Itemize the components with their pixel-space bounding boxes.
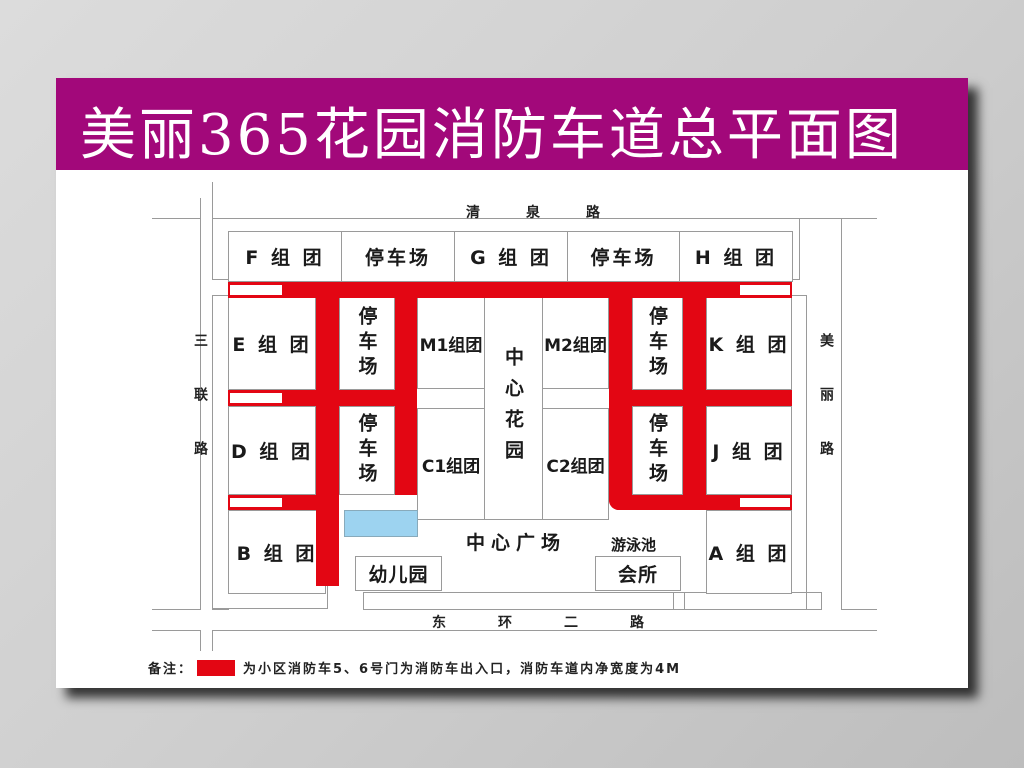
fire-lane xyxy=(395,282,417,495)
parking-left-upper: 停车场 xyxy=(339,297,395,390)
block-h: H 组 团 xyxy=(679,231,793,282)
site-outline xyxy=(673,592,822,610)
road-line xyxy=(841,218,877,610)
parking-top-right: 停车场 xyxy=(567,231,680,282)
fire-lane xyxy=(609,390,792,406)
parking-right-upper: 停车场 xyxy=(632,297,683,390)
center-plaza: 中心广场 xyxy=(466,532,567,554)
block-k: K 组 团 xyxy=(706,297,792,390)
parking-left-lower: 停车场 xyxy=(339,406,395,495)
lane-gap xyxy=(230,285,282,295)
block-c1: C1组团 xyxy=(417,408,485,520)
block-c2: C2组团 xyxy=(542,408,609,520)
fire-lane xyxy=(228,282,792,298)
block-g: G 组 团 xyxy=(454,231,568,282)
lane-gap xyxy=(740,498,790,507)
kindergarten: 幼儿园 xyxy=(355,556,442,591)
road-south: 东环二路 xyxy=(432,615,696,631)
pool-area xyxy=(344,510,418,537)
swimming-pool-label: 游泳池 xyxy=(611,536,657,554)
legend-text: 为小区消防车5、6号门为消防车出入口，消防车道内净宽度为4M xyxy=(243,662,682,677)
road-west: 三联路 xyxy=(192,333,208,495)
center-garden: 中心花园 xyxy=(484,297,543,520)
road-line xyxy=(152,630,201,651)
block-b: B 组 团 xyxy=(228,510,326,594)
site-outline xyxy=(363,592,685,610)
page-title: 美丽365花园消防车道总平面图 xyxy=(80,103,904,168)
parking-top-left: 停车场 xyxy=(341,231,455,282)
road-line xyxy=(152,198,201,219)
block-d: D 组 团 xyxy=(228,406,316,495)
site-outline xyxy=(790,295,807,610)
legend-prefix: 备注： xyxy=(148,662,194,677)
block-f: F 组 团 xyxy=(228,231,342,282)
title-banner: 美丽365花园消防车道总平面图 xyxy=(56,78,968,170)
legend: 备注： 为小区消防车5、6号门为消防车出入口，消防车道内净宽度为4M xyxy=(148,658,681,677)
road-line xyxy=(212,630,877,651)
lane-gap xyxy=(230,498,282,507)
block-m1: M1组团 xyxy=(417,297,485,389)
fire-lane xyxy=(316,282,339,586)
plan-board: 美丽365花园消防车道总平面图 F 组 团 停车场 G 组 团 停车场 H 组 … xyxy=(56,78,968,688)
road-east: 美丽路 xyxy=(818,333,834,495)
site-outline xyxy=(212,295,229,610)
block-e: E 组 团 xyxy=(228,297,316,390)
lane-gap xyxy=(740,285,790,295)
parking-right-lower: 停车场 xyxy=(632,406,683,495)
block-j: J 组 团 xyxy=(706,406,792,495)
block-a: A 组 团 xyxy=(706,510,792,594)
lane-gap xyxy=(230,393,282,403)
road-north: 清泉路 xyxy=(466,205,646,221)
fire-lane-swatch xyxy=(197,659,236,676)
road-line xyxy=(152,218,201,610)
block-m2: M2组团 xyxy=(542,297,609,389)
clubhouse: 会所 xyxy=(595,556,681,591)
